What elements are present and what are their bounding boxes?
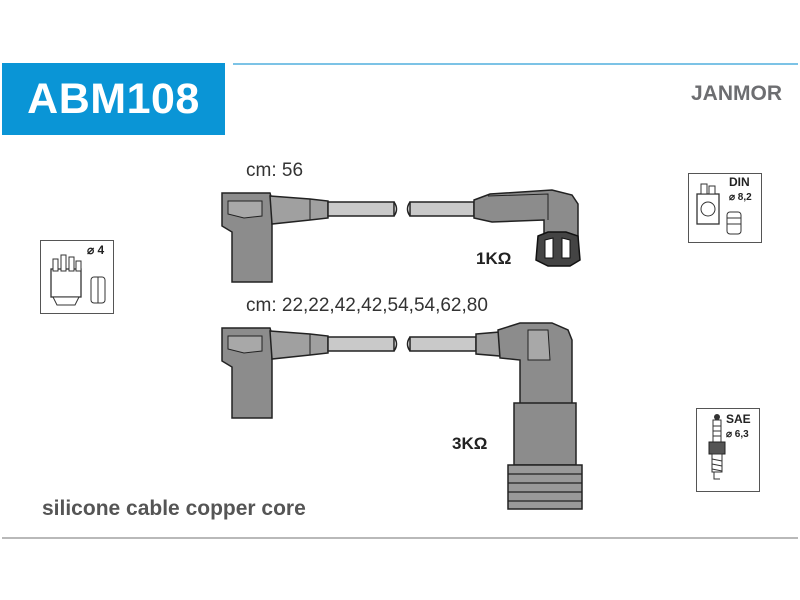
cable-description: silicone cable copper core: [42, 497, 306, 520]
ignition-coil-icon: [688, 173, 762, 243]
lead1-resistance: 1KΩ: [476, 249, 512, 268]
plug-diameter: ⌀ 6,3: [726, 429, 749, 440]
part-number: ABM108: [27, 74, 200, 123]
footer-divider: [2, 537, 798, 539]
header-divider: [233, 63, 798, 65]
lead1-cable: [221, 189, 581, 283]
lead1-length-label: cm: 56: [246, 160, 304, 181]
brand-name: JANMOR: [690, 82, 782, 105]
coil-standard: DIN: [729, 175, 750, 189]
part-number-banner: ABM108: [2, 63, 225, 135]
distributor-diameter: ⌀ 4: [87, 243, 105, 257]
lead2-length-label: cm: 22,22,42,42,54,54,62,80: [246, 295, 488, 316]
spark-plug-icon: [696, 408, 760, 492]
plug-standard: SAE: [726, 412, 751, 426]
lead2-resistance: 3KΩ: [452, 434, 488, 453]
coil-diameter: ⌀ 8,2: [729, 192, 752, 203]
distributor-cap-icon: [40, 240, 114, 314]
lead2-cable: [221, 322, 583, 510]
